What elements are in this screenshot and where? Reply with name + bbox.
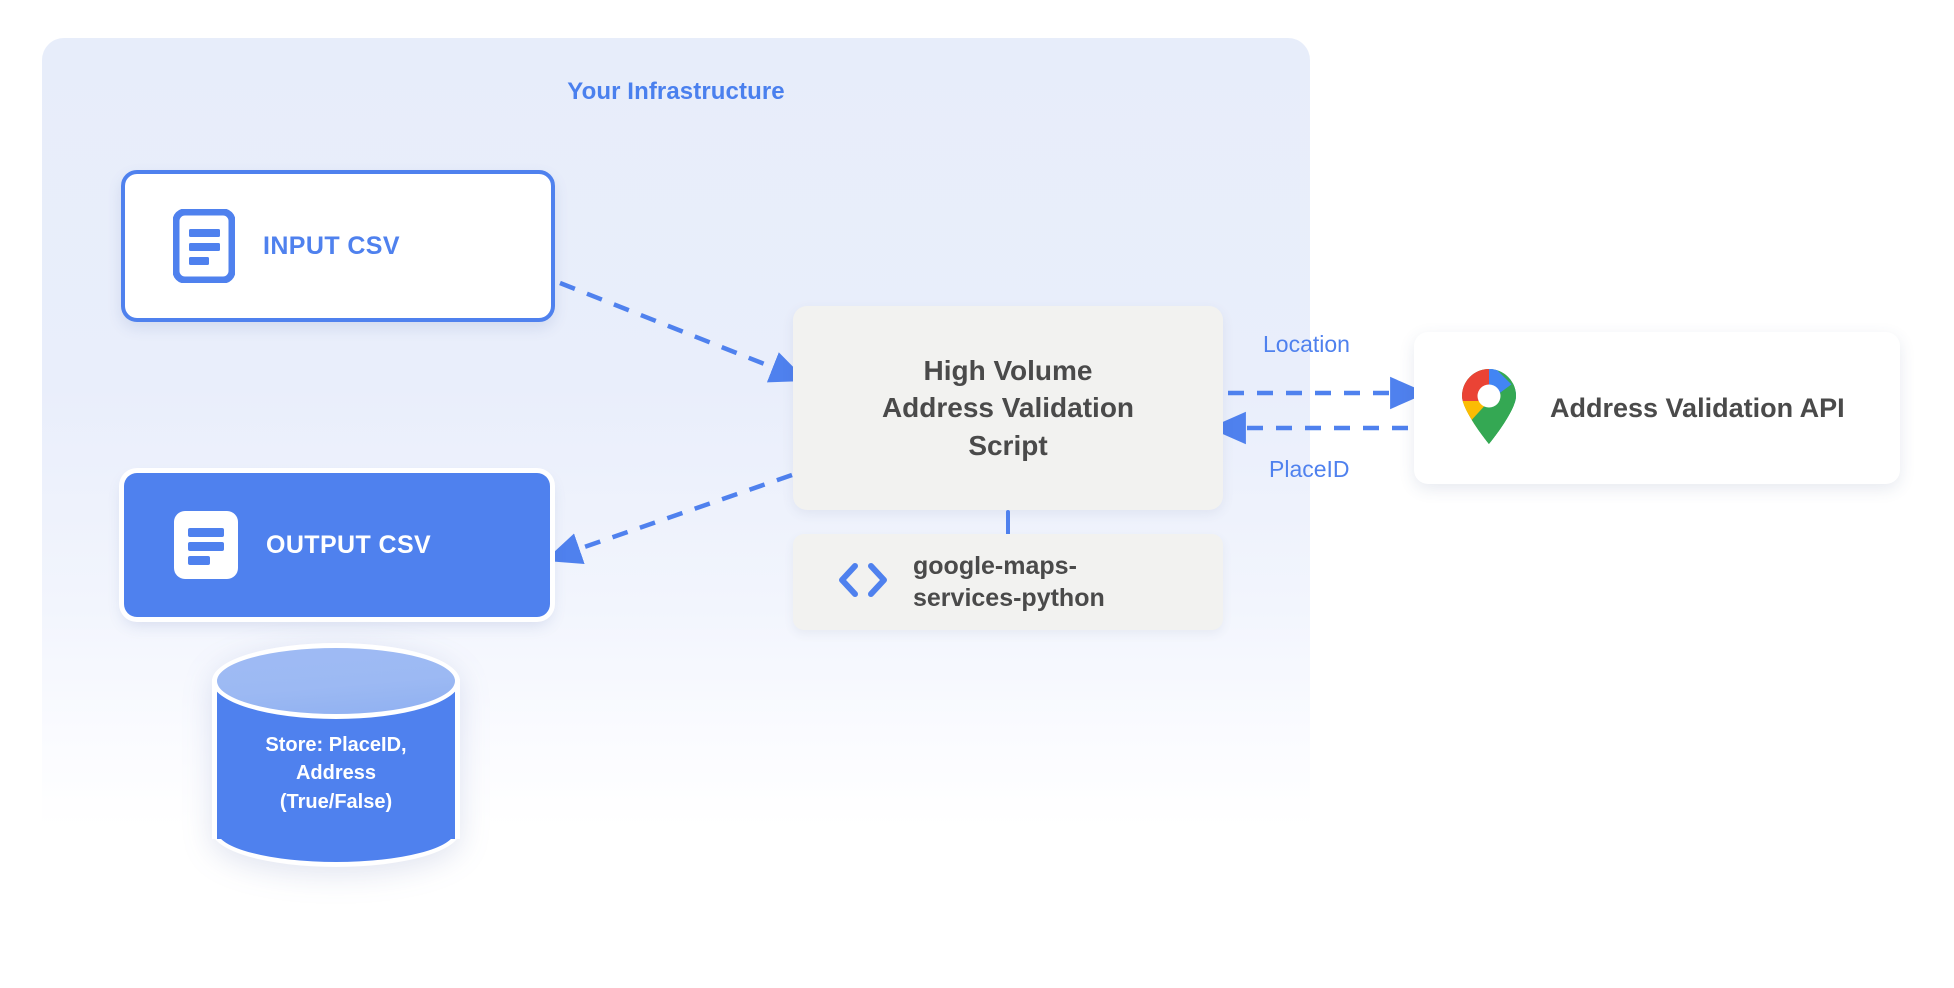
input-csv-label: INPUT CSV	[263, 231, 400, 260]
datastore-label-line2: Address	[295, 762, 377, 785]
datastore-label: Store: PlaceID, Address (True/False)	[212, 731, 460, 816]
edge-label-placeid: PlaceID	[1269, 456, 1350, 482]
input-csv-node[interactable]: INPUT CSV	[121, 170, 555, 322]
output-csv-node[interactable]: OUTPUT CSV	[124, 473, 550, 617]
validation-script-node[interactable]: High Volume Address Validation Script	[793, 306, 1223, 510]
script-label-line1: High Volume	[923, 354, 1093, 386]
google-maps-pin-icon	[1458, 367, 1520, 450]
output-csv-label: OUTPUT CSV	[266, 530, 432, 559]
datastore-cylinder-node[interactable]: Store: PlaceID, Address (True/False)	[212, 643, 460, 875]
client-library-node[interactable]: google-maps- services-python	[793, 534, 1223, 630]
library-label-line1: google-maps-	[913, 552, 1077, 580]
script-label-line2: Address Validation	[881, 392, 1135, 424]
your-infrastructure-title: Your Infrastructure	[567, 78, 785, 105]
address-validation-api-label: Address Validation API	[1550, 392, 1845, 423]
datastore-label-line3: (True/False)	[279, 790, 393, 813]
document-icon	[172, 509, 240, 581]
library-label-line2: services-python	[913, 584, 1105, 612]
validation-script-label: High Volume Address Validation Script	[882, 352, 1134, 465]
cylinder-top	[212, 643, 460, 719]
client-library-label: google-maps- services-python	[913, 550, 1105, 614]
document-icon	[173, 209, 235, 283]
address-validation-api-node[interactable]: Address Validation API	[1414, 332, 1900, 484]
script-label-line3: Script	[968, 429, 1048, 461]
datastore-label-line1: Store: PlaceID,	[265, 734, 407, 756]
code-brackets-icon	[835, 561, 891, 604]
edge-label-location: Location	[1263, 331, 1350, 357]
script-library-connector	[1006, 510, 1010, 536]
